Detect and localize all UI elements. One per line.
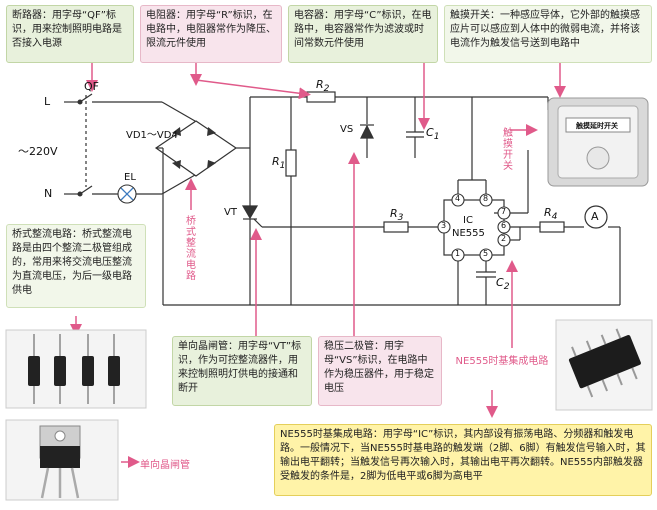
label-a: A (591, 210, 599, 223)
label-c2: C2 (496, 276, 510, 293)
pin-4: 4 (455, 194, 461, 203)
bridge-rectifier-note: 桥式整流电路：桥式整流电路是由四个整流二极管组成的，常用来将交流电压整流为直流电… (6, 224, 146, 308)
pin-8: 8 (483, 194, 489, 203)
touch-switch-label: 触摸开关 (503, 128, 513, 172)
label-r3: R3 (390, 207, 404, 224)
label-vd: VD1～VD4 (126, 130, 178, 141)
touch-panel-image (547, 97, 649, 187)
ne555-side-label: NE555时基集成电路 (455, 356, 549, 367)
pin-2: 2 (501, 234, 507, 243)
resistor-note: 电阻器：用字母“R”标识，在电路中，电阻器常作为降压、限流元件使用 (140, 5, 282, 63)
label-r1: R1 (272, 155, 286, 172)
capacitor-note: 电容器：用字母“C”标识，在电路中，电容器常作为滤波或时间常数元件使用 (288, 5, 438, 63)
ne555-note: NE555时基集成电路：用字母“IC”标识，其内部设有振荡电路、分频器和触发电路… (274, 424, 652, 496)
scr-photo (5, 419, 119, 501)
scr-side-label: 单向晶闸管 (140, 460, 190, 471)
pin-7: 7 (501, 207, 507, 216)
scr-note: 单向晶闸管：用字母“VT”标识，作为可控整流器件，用来控制照明灯供电的接通和断开 (172, 336, 312, 406)
label-ne555: NE555 (452, 228, 485, 239)
zener-note: 稳压二极管：用字母“VS”标识，在电路中作为稳压器件，用于稳定电压 (318, 336, 442, 406)
label-r4: R4 (544, 206, 558, 223)
label-vs: VS (340, 124, 354, 135)
label-r2: R2 (316, 78, 330, 95)
bridge-rectifier (154, 120, 238, 177)
label-220v: ～220V (18, 145, 58, 158)
touch-switch-note: 触摸开关：一种感应导体，它外部的触摸感应片可以感应到人体中的微弱电流，并将该电流… (444, 5, 652, 63)
label-vt: VT (224, 207, 237, 218)
label-ic: IC (463, 215, 473, 226)
label-el: EL (124, 172, 136, 183)
label-qf: QF (84, 80, 99, 93)
pin-6: 6 (501, 221, 507, 230)
pin-1: 1 (455, 249, 461, 258)
ne555-chip-image (555, 319, 653, 411)
rectifier-diodes-image (5, 329, 147, 409)
label-l: L (44, 95, 51, 108)
pin-3: 3 (441, 221, 447, 230)
breaker-note: 断路器：用字母“QF”标识，用来控制照明电路是否接入电源 (6, 5, 134, 63)
bridge-label: 桥式整流电路 (186, 216, 196, 282)
ammeter (584, 205, 608, 229)
label-c1: C1 (426, 126, 440, 143)
panel-text: 触摸延时开关 (576, 122, 618, 130)
pin-5: 5 (483, 249, 489, 258)
label-n: N (44, 187, 53, 200)
